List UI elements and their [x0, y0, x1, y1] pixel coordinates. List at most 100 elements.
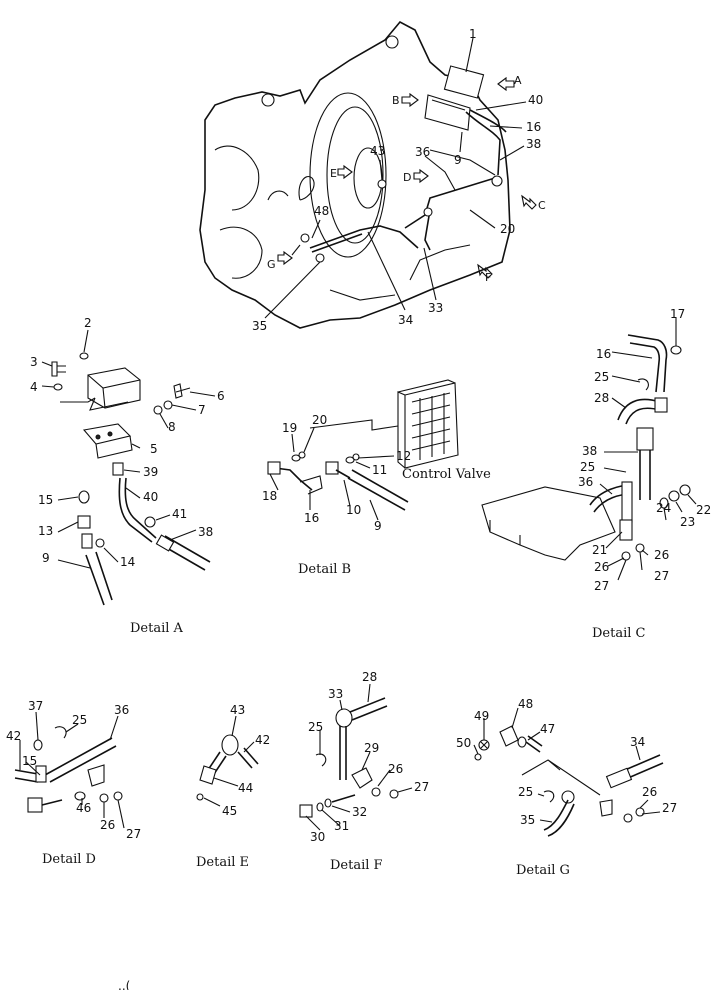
part-number: 6 [217, 389, 225, 403]
part-number: 11 [372, 463, 387, 477]
part-number: 29 [364, 741, 379, 755]
part-number: 37 [28, 699, 43, 713]
detail-a: 2 3 4 6 7 8 5 39 15 40 41 13 14 9 38 Det… [30, 316, 225, 636]
part-number: 3 [30, 355, 38, 369]
view-arrow-c: C [521, 194, 546, 212]
part-number: 23 [680, 515, 695, 529]
view-label-f: F [485, 271, 491, 284]
part-number: 49 [474, 709, 489, 723]
part-number: 31 [334, 819, 349, 833]
part-number: 22 [696, 503, 711, 517]
part-number: 26 [642, 785, 657, 799]
view-arrow-e: E [330, 164, 353, 180]
detail-g: 48 49 47 50 34 25 26 35 27 Detail G [456, 697, 677, 878]
detail-caption: Detail E [196, 855, 249, 870]
part-number: 21 [592, 543, 607, 557]
part-number: 33 [428, 301, 443, 315]
part-number: 38 [198, 525, 213, 539]
part-number: 4 [30, 380, 38, 394]
view-arrow-b: B [392, 92, 419, 108]
part-number: 39 [143, 465, 158, 479]
part-number: 26 [100, 818, 115, 832]
view-arrow-d: D [403, 168, 429, 184]
part-number: 2 [84, 316, 92, 330]
part-number: 42 [6, 729, 21, 743]
part-number: 14 [120, 555, 135, 569]
part-number: 32 [352, 805, 367, 819]
part-number: 36 [415, 145, 430, 159]
part-number: 9 [374, 519, 382, 533]
part-number: 7 [198, 403, 206, 417]
part-number: 10 [346, 503, 361, 517]
part-number: 30 [310, 830, 325, 844]
part-number: 1 [469, 27, 477, 41]
detail-caption: Detail F [330, 858, 383, 873]
part-number: 25 [518, 785, 533, 799]
view-label-d: D [403, 171, 411, 184]
part-number: 15 [22, 754, 37, 768]
part-number: 15 [38, 493, 53, 507]
view-label-e: E [330, 167, 337, 180]
part-number: 27 [594, 579, 609, 593]
part-number: 33 [328, 687, 343, 701]
part-number: 26 [594, 560, 609, 574]
detail-f: 33 28 25 29 26 27 30 31 32 Detail F [299, 670, 429, 873]
view-arrow-g: G [267, 250, 293, 271]
part-number: 42 [255, 733, 270, 747]
part-number: 36 [114, 703, 129, 717]
detail-caption: Detail D [42, 852, 96, 867]
part-number: 16 [526, 120, 541, 134]
part-number: 48 [314, 204, 329, 218]
part-number: 44 [238, 781, 253, 795]
part-number: 41 [172, 507, 187, 521]
part-number: 40 [528, 93, 543, 107]
part-number: 25 [580, 460, 595, 474]
part-number: 12 [396, 449, 411, 463]
detail-caption: Detail A [130, 621, 184, 636]
part-number: 18 [262, 489, 277, 503]
view-label-b: B [392, 94, 400, 107]
part-number: 20 [312, 413, 327, 427]
part-number: 28 [594, 391, 609, 405]
part-number: 16 [596, 347, 611, 361]
detail-c: 17 16 25 28 38 25 36 24 23 22 21 26 26 2… [481, 307, 711, 641]
view-arrow-a: A [497, 74, 522, 92]
part-number: 34 [630, 735, 645, 749]
control-valve-label: Control Valve [402, 467, 491, 482]
detail-d: 37 25 36 42 15 46 26 27 Detail D [6, 699, 141, 867]
part-number: 5 [150, 442, 158, 456]
detail-caption: Detail G [516, 863, 570, 878]
part-number: 26 [388, 762, 403, 776]
part-number: 9 [42, 551, 50, 565]
part-number: 34 [398, 313, 413, 327]
part-number: 48 [518, 697, 533, 711]
part-number: 43 [230, 703, 245, 717]
part-number: 25 [594, 370, 609, 384]
view-arrow-f: F [477, 263, 493, 284]
part-number: 27 [662, 801, 677, 815]
part-number: 35 [252, 319, 267, 333]
part-number: 24 [656, 501, 671, 515]
part-number: 13 [38, 524, 53, 538]
part-number: 16 [304, 511, 319, 525]
part-number: 25 [72, 713, 87, 727]
transmission-assembly: A B C D E F G 1 40 16 38 9 [199, 20, 546, 333]
part-number: 25 [308, 720, 323, 734]
detail-caption: Detail B [298, 562, 351, 577]
part-number: 20 [500, 222, 515, 236]
part-number: 27 [654, 569, 669, 583]
part-number: 46 [76, 801, 91, 815]
part-number: 35 [520, 813, 535, 827]
part-number: 19 [282, 421, 297, 435]
view-label-c: C [538, 199, 546, 212]
detail-e: 43 42 44 45 Detail E [196, 703, 270, 870]
detail-b: 20 19 12 11 18 16 10 9 Control Valve Det… [262, 379, 491, 577]
part-number: 38 [526, 137, 541, 151]
page-mark: ..( [118, 979, 130, 990]
view-label-a: A [514, 74, 522, 87]
part-number: 27 [126, 827, 141, 841]
detail-caption: Detail C [592, 626, 646, 641]
part-number: 8 [168, 420, 176, 434]
part-number: 40 [143, 490, 158, 504]
part-number: 17 [670, 307, 685, 321]
